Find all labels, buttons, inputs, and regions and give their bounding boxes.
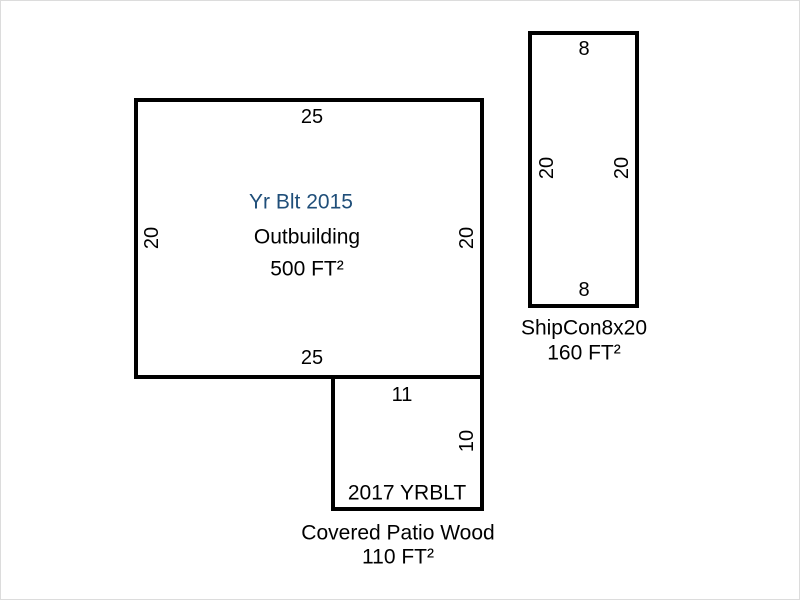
shipcon-dim-bottom: 8 bbox=[578, 279, 590, 301]
outbuilding-name-label: Outbuilding bbox=[253, 225, 361, 249]
outbuilding-dim-bottom: 25 bbox=[300, 347, 324, 369]
patio-dim-top: 11 bbox=[391, 384, 413, 406]
outbuilding-area-label: 500 FT² bbox=[270, 257, 344, 281]
shipcon-dim-right: 20 bbox=[611, 156, 633, 180]
outbuilding-outline bbox=[134, 98, 484, 379]
shipcon-dim-top: 8 bbox=[578, 38, 590, 60]
patio-area-label: 110 FT² bbox=[362, 545, 434, 569]
shipcon-area-label: 160 FT² bbox=[547, 341, 621, 365]
shipcon-outline bbox=[528, 31, 639, 308]
patio-outline bbox=[331, 375, 484, 511]
shipcon-name-label: ShipCon8x20 bbox=[520, 316, 648, 340]
patio-name-label: Covered Patio Wood bbox=[301, 521, 495, 545]
shipcon-dim-left: 20 bbox=[536, 156, 558, 180]
patio-dim-right: 10 bbox=[456, 429, 478, 453]
outbuilding-dim-right: 20 bbox=[456, 226, 478, 250]
outbuilding-year-label: Yr Blt 2015 bbox=[249, 190, 353, 214]
outbuilding-dim-left: 20 bbox=[141, 226, 163, 250]
outbuilding-dim-top: 25 bbox=[300, 106, 324, 128]
patio-year-label: 2017 YRBLT bbox=[347, 481, 467, 505]
